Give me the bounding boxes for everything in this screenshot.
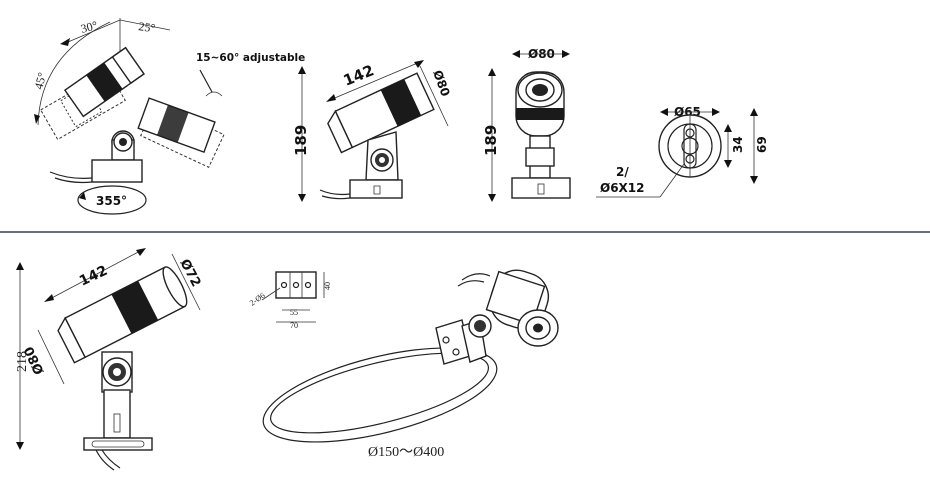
holes-count-label: 2/ xyxy=(616,165,629,179)
angle-25-label: 25° xyxy=(138,19,157,35)
clamp-height-label: 218 xyxy=(15,351,30,372)
view-side: 189 142 Ø80 xyxy=(292,60,453,202)
angle-30-label: 30° xyxy=(79,18,99,36)
view-base-plate: Ø65 34 69 2/ Ø6X12 xyxy=(596,105,769,198)
side-length-label: 142 xyxy=(341,61,377,89)
side-dia-label: Ø80 xyxy=(430,68,452,98)
plate-55-label: 55 xyxy=(290,308,298,317)
angle-45-label: 45° xyxy=(31,71,49,91)
holes-size-label: Ø6X12 xyxy=(600,181,645,195)
plate-70-label: 70 xyxy=(290,321,298,330)
plate-hole-label: 2-Ø6 xyxy=(248,291,267,308)
strap-range-label: Ø150～Ø400 xyxy=(368,445,444,460)
view-adjustable-angle: 30° 25° 45° xyxy=(31,18,305,215)
clamp-length-label: 142 xyxy=(77,263,110,290)
front-height-label: 189 xyxy=(482,125,500,156)
adjustable-label: 15~60° adjustable xyxy=(196,52,305,64)
view-plate-detail: 40 2-Ø6 55 70 xyxy=(248,271,332,330)
view-strap-mount: Ø150～Ø400 xyxy=(262,269,559,460)
rotation-355-label: 355° xyxy=(96,194,127,208)
plate-40-label: 40 xyxy=(323,282,332,290)
base-34-label: 34 xyxy=(731,136,745,153)
side-height-label: 189 xyxy=(292,125,310,156)
base-69-label: 69 xyxy=(755,136,769,153)
view-clamp-fixture: 218 142 Ø72 Ø80 xyxy=(15,248,203,471)
view-front: Ø80 189 xyxy=(482,47,571,202)
